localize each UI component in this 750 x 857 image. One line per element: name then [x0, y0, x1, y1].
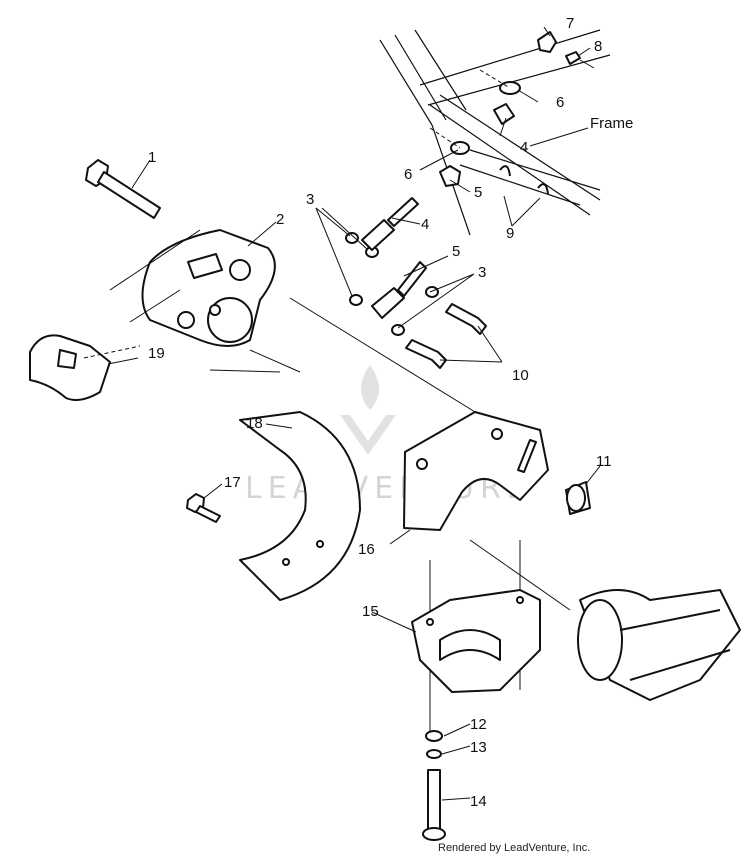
leader-lines [107, 26, 601, 801]
part-19-brake-pad [29, 334, 111, 401]
callout-10: 10 [512, 367, 529, 384]
part-8-bolt [565, 51, 581, 65]
frame-label: Frame [590, 115, 633, 132]
part-15-mount [411, 589, 541, 693]
part-4-banjo-upper [493, 103, 515, 125]
callout-2: 2 [276, 211, 284, 228]
callout-6-upper: 6 [556, 94, 564, 111]
callout-3-upper: 3 [306, 191, 314, 208]
callout-19: 19 [148, 345, 165, 362]
axle-housing [577, 589, 741, 701]
brake-line-fittings [429, 31, 595, 195]
part-6-washer-upper [499, 81, 521, 95]
callout-labels: 1 2 3 3 4 4 5 5 6 6 7 8 9 10 11 12 13 14… [148, 15, 633, 810]
callout-12: 12 [470, 716, 487, 733]
callout-5-hose: 5 [452, 243, 460, 260]
callout-14: 14 [470, 793, 487, 810]
callout-11: 11 [596, 453, 612, 470]
callout-7: 7 [566, 15, 574, 32]
part-12-washer [425, 730, 443, 742]
callout-6-lower: 6 [404, 166, 412, 183]
credit-text: Rendered by LeadVenture, Inc. [438, 842, 590, 854]
callout-17: 17 [224, 474, 241, 491]
part-13-lockwasher [426, 749, 442, 759]
part-14-bolt [427, 769, 441, 831]
part-17-bolt [186, 493, 221, 523]
callout-4-hose: 4 [421, 216, 429, 233]
part-16-bracket [403, 411, 549, 531]
callout-3-lower: 3 [478, 264, 486, 281]
part-18-disc-guard [239, 411, 361, 601]
callout-13: 13 [470, 739, 487, 756]
callout-15: 15 [362, 603, 379, 620]
callout-5-fitting: 5 [474, 184, 482, 201]
part-9-clips [499, 165, 549, 195]
part-5-fitting [439, 165, 461, 187]
callout-1: 1 [148, 149, 156, 166]
callout-4-frame: 4 [520, 139, 528, 156]
callout-9: 9 [506, 225, 514, 242]
part-2-caliper [141, 229, 276, 347]
bottom-hardware [422, 730, 446, 841]
part-4-hose-end [361, 219, 395, 251]
part-1-bolt [85, 159, 161, 219]
part-11-bushing [565, 481, 591, 515]
part-10-bolt-lower [405, 339, 447, 369]
part-5-hose-end [371, 287, 405, 319]
callout-16: 16 [358, 541, 375, 558]
part-10-bolt-upper [445, 303, 487, 335]
callout-8: 8 [594, 38, 602, 55]
part-7-clip [537, 31, 557, 53]
callout-18: 18 [246, 415, 263, 432]
